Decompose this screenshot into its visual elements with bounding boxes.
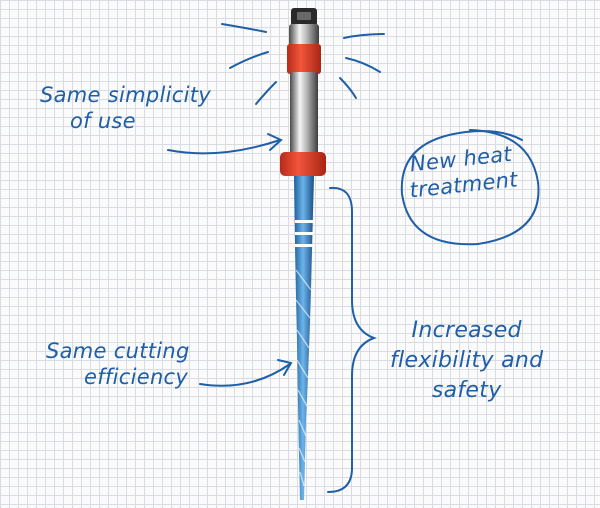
annotation-flexibility-line3: safety [431,378,502,403]
arrow-simplicity [167,133,283,155]
endodontic-file [280,8,326,500]
annotation-simplicity: Same simplicity of use [40,82,211,134]
arrow-cutting [199,359,293,387]
heat-circle [400,129,540,246]
burst-lines [221,23,385,105]
annotation-flexibility: Increased flexibility and safety [390,316,543,406]
annotation-cutting-line1: Same cutting [46,339,190,363]
annotation-flexibility-line1: Increased [411,318,522,343]
annotation-flexibility-line2: flexibility and [390,348,544,373]
file-blade [294,176,314,500]
annotation-cutting-line2: efficiency [84,365,189,389]
annotation-simplicity-line1: Same simplicity [40,83,212,107]
annotation-simplicity-line2: of use [70,109,136,133]
curly-brace [327,186,377,493]
annotation-cutting: Same cutting efficiency [46,338,190,390]
